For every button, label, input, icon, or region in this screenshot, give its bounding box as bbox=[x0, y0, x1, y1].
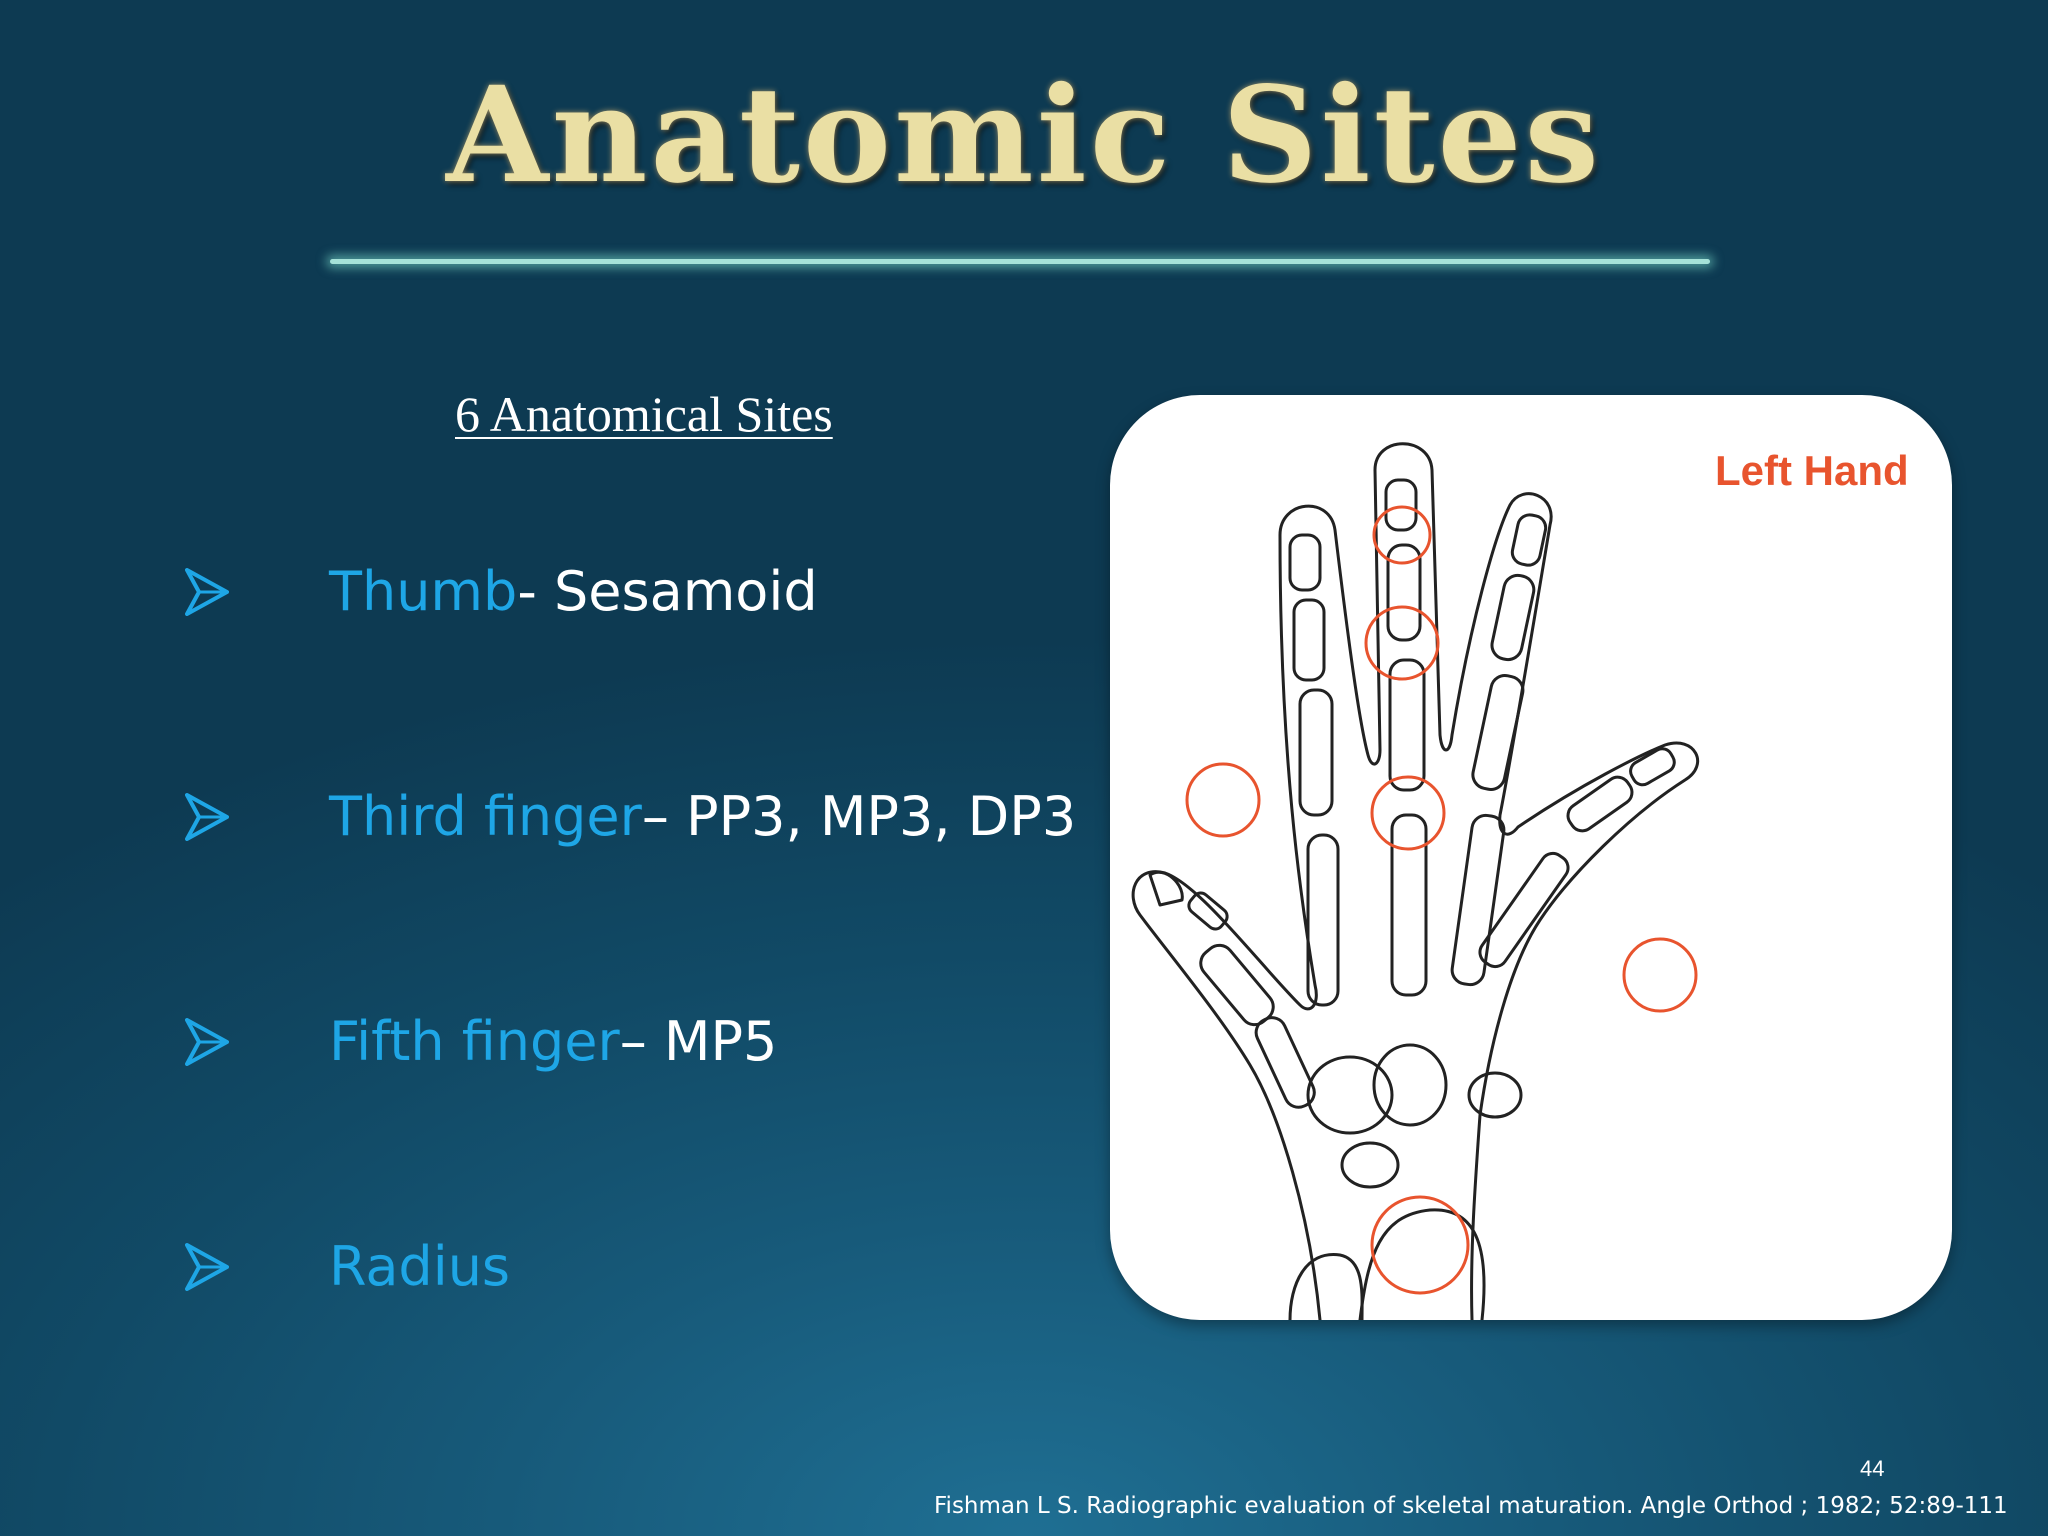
bullet-item: Radius bbox=[185, 1232, 510, 1302]
arrowhead-bullet-icon bbox=[185, 1243, 229, 1291]
bullet-item: Third finger – PP3, MP3, DP3 bbox=[185, 782, 1076, 852]
title-divider bbox=[330, 259, 1710, 264]
arrowhead-bullet-icon bbox=[185, 568, 229, 616]
slide-title: Anatomic Sites bbox=[446, 58, 1602, 213]
arrowhead-bullet-icon bbox=[185, 793, 229, 841]
marker-dp3 bbox=[1372, 505, 1432, 565]
hand-outline bbox=[1131, 442, 1699, 1320]
bullet-item: Fifth finger – MP5 bbox=[185, 1007, 777, 1077]
marker-thumb-sesamoid bbox=[1185, 762, 1261, 838]
citation: Fishman L S. Radiographic evaluation of … bbox=[934, 1493, 2008, 1519]
slide-subtitle: 6 Anatomical Sites bbox=[455, 386, 833, 442]
bullet-item: Thumb - Sesamoid bbox=[185, 557, 818, 627]
bullet-text: – PP3, MP3, DP3 bbox=[641, 785, 1077, 848]
hand-skeleton-drawing bbox=[1131, 442, 1699, 1320]
bullet-highlight: Thumb bbox=[329, 560, 518, 623]
hand-xray-diagram: Left Hand bbox=[1110, 395, 1952, 1320]
bullet-highlight: Third finger bbox=[329, 785, 642, 848]
bullet-text: – MP5 bbox=[619, 1010, 778, 1073]
marker-mp5 bbox=[1622, 937, 1698, 1013]
arrowhead-bullet-icon bbox=[185, 1018, 229, 1066]
left-hand-label: Left Hand bbox=[1715, 447, 1909, 494]
page-number: 44 bbox=[1860, 1456, 1885, 1481]
bullet-text: - Sesamoid bbox=[517, 560, 818, 623]
bullet-highlight: Radius bbox=[329, 1235, 511, 1298]
marker-mp3 bbox=[1364, 605, 1440, 681]
marker-pp3 bbox=[1370, 775, 1446, 851]
marker-radius bbox=[1370, 1195, 1470, 1295]
bullet-highlight: Fifth finger bbox=[329, 1010, 620, 1073]
